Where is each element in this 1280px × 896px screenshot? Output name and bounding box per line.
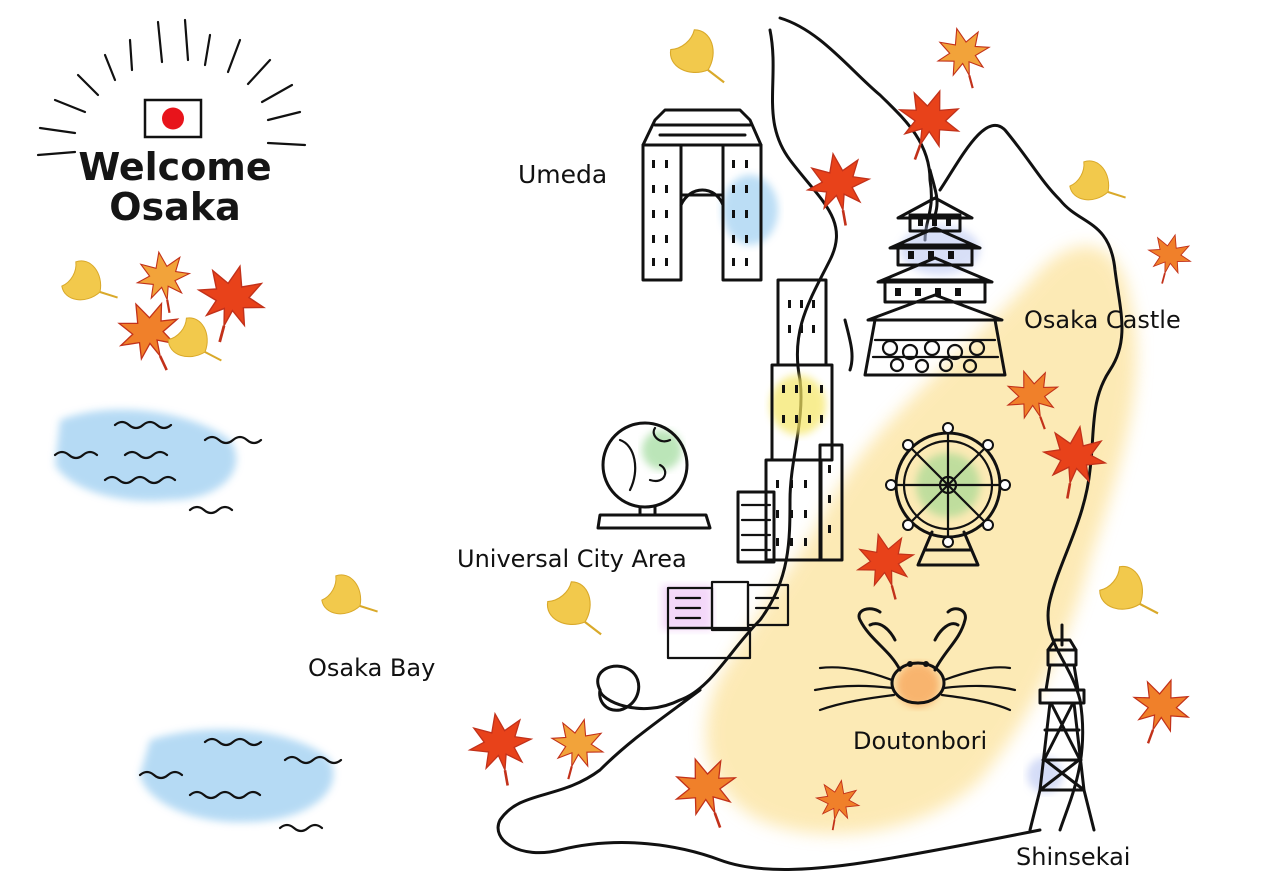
- tsutenkaku-tower-icon: [1027, 623, 1096, 832]
- place-label-osaka-castle: Osaka Castle: [1024, 306, 1181, 334]
- place-label-universal-city: Universal City Area: [457, 545, 687, 573]
- water-patch-upper: [55, 409, 237, 501]
- place-label-osaka-bay: Osaka Bay: [308, 654, 436, 682]
- globe-icon: [596, 421, 712, 530]
- ferris-wheel-icon: [885, 422, 1011, 567]
- page-title: Welcome Osaka: [70, 145, 280, 229]
- wave-icon: [53, 420, 343, 833]
- umeda-sky-building-icon: [641, 108, 778, 282]
- place-label-doutonbori: Doutonbori: [853, 727, 988, 755]
- place-label-umeda: Umeda: [518, 160, 608, 189]
- coastline-island: [596, 664, 641, 712]
- place-label-shinsekai: Shinsekai: [1016, 843, 1131, 871]
- shop-buildings-icon: [662, 580, 790, 660]
- sunburst-rays: [36, 18, 307, 157]
- title-line-welcome: Welcome: [78, 145, 272, 189]
- osaka-castle-icon: [863, 196, 1007, 377]
- japan-flag-icon: [143, 98, 203, 139]
- skyscraper-icon: [736, 278, 844, 564]
- water-patch-lower: [140, 729, 334, 823]
- crab-icon: [813, 607, 1017, 712]
- title-line-osaka: Osaka: [109, 184, 241, 229]
- river-line: [843, 168, 939, 372]
